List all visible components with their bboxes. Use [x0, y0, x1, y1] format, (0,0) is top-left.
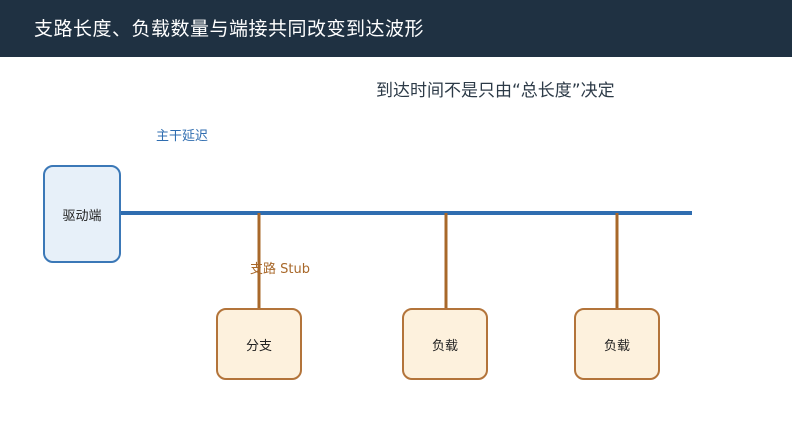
branch-label: 分支 — [245, 338, 272, 354]
load-node-1: 负载 — [402, 308, 488, 380]
driver-node: 驱动端 — [43, 165, 121, 263]
subtitle: 到达时间不是只由“总长度”决定 — [376, 81, 615, 101]
load-label-1: 负载 — [431, 338, 458, 354]
header-bar: 支路长度、负载数量与端接共同改变到达波形 — [0, 0, 792, 57]
driver-label: 驱动端 — [62, 208, 102, 224]
branch-node: 分支 — [216, 308, 302, 380]
load-node-2: 负载 — [574, 308, 660, 380]
stub-label: 支路 Stub — [250, 262, 310, 277]
load-label-2: 负载 — [603, 338, 630, 354]
trunk-delay-label: 主干延迟 — [156, 129, 209, 144]
page-title: 支路长度、负载数量与端接共同改变到达波形 — [34, 18, 425, 40]
